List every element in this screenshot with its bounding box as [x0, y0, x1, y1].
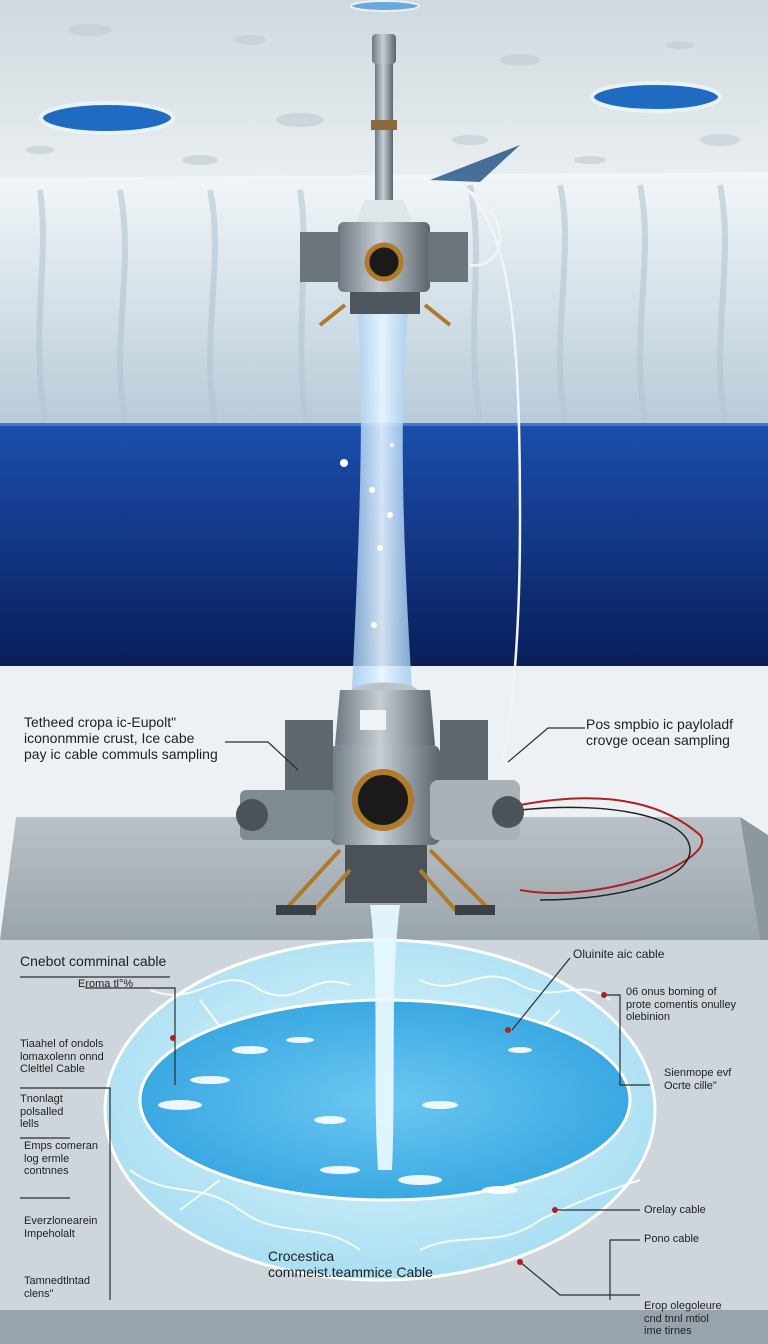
label-left-2: Eroma tl°%	[78, 978, 134, 990]
surface-hole-left	[39, 101, 175, 135]
tether-cable	[454, 181, 522, 766]
ice-cracks	[129, 975, 641, 1251]
lower-drill-unit	[236, 682, 524, 917]
platform-band	[0, 1310, 768, 1344]
power-cable-dark	[519, 806, 691, 901]
pool-foam	[158, 1037, 532, 1194]
label-right-6: Erop olegoleure cnd tnnl mtiol ime tirne…	[644, 1300, 722, 1338]
surface-hole-right	[590, 81, 722, 113]
label-left-1: Cnebot comminal cable	[20, 953, 167, 969]
tube-bubbles	[340, 443, 394, 628]
label-left-7: Tamnedtlntad clens"	[24, 1275, 91, 1300]
label-right-5: Pono cable	[644, 1233, 700, 1245]
leader-dots	[170, 992, 607, 1265]
water-stream	[370, 905, 400, 1170]
label-left-4: Tnonlagt polsalled lells	[20, 1093, 64, 1131]
label-left-5: Emps comeran log ermle contnnes	[24, 1140, 98, 1178]
label-right-2: 06 onus boming of prote comentis onulley…	[626, 986, 737, 1024]
label-left-3: Tiaahel of ondols lomaxolenn onnd Cleltl…	[20, 1038, 104, 1076]
platform-side	[740, 817, 768, 940]
surface-craters	[26, 24, 740, 165]
melt-tube	[352, 310, 412, 690]
label-right-1: Oluinite aic cable	[573, 947, 665, 961]
label-right-3: Sienmope evf Ocrte cille"	[664, 1067, 732, 1092]
upper-drill-unit	[300, 34, 468, 327]
label-top-left: Tetheed cropa ic-Eupolt" icononmmie crus…	[24, 714, 218, 763]
label-left-6: Everzlonearein Impeholalt	[24, 1215, 98, 1240]
label-bottom-center: Crocestica commeist.teammice Cable	[268, 1248, 433, 1281]
cliff-ridges	[36, 184, 728, 421]
label-right-4: Orelay cable	[644, 1204, 706, 1216]
power-cable	[519, 797, 704, 894]
leader-lines	[20, 727, 650, 1300]
surface-hole-top	[350, 0, 420, 12]
cliff-shadow	[430, 145, 520, 182]
label-top-right: Pos smpbio ic payloladf crovge ocean sam…	[586, 716, 734, 749]
